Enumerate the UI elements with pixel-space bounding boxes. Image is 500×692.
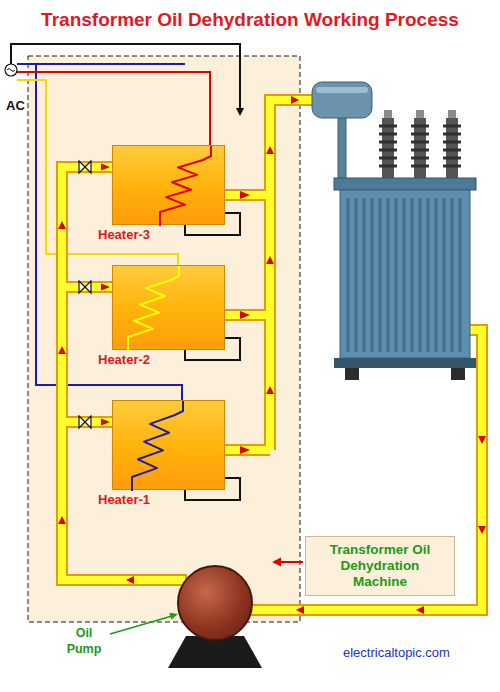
heater-tank bbox=[112, 145, 225, 225]
wire-arrow bbox=[236, 108, 244, 116]
heater-label: Heater-1 bbox=[98, 492, 225, 508]
pump-label: Oil Pump bbox=[62, 625, 106, 657]
tank-base bbox=[334, 358, 476, 368]
flow-arrowhead bbox=[101, 419, 110, 426]
flow-arrow bbox=[58, 516, 66, 524]
heater-coil bbox=[132, 401, 183, 491]
flow-arrow bbox=[240, 446, 250, 454]
machine-enclosure bbox=[28, 56, 300, 622]
tank-leg bbox=[345, 368, 359, 380]
oil-pipe bbox=[215, 100, 482, 610]
flow-arrow bbox=[58, 346, 66, 354]
callout-arrowhead bbox=[272, 558, 281, 567]
website-watermark: electricaltopic.com bbox=[343, 645, 450, 661]
heater-coil-art bbox=[113, 401, 226, 491]
label-area: AC bbox=[6, 98, 25, 114]
bushing-ribs bbox=[379, 126, 397, 166]
bushing-ribs bbox=[411, 126, 429, 166]
bushing-cap bbox=[384, 110, 392, 119]
leader-line bbox=[110, 616, 172, 634]
flow-arrow bbox=[296, 606, 304, 614]
pipe-network bbox=[62, 164, 185, 581]
wire bbox=[17, 63, 185, 65]
ac-source-symbol bbox=[7, 69, 15, 72]
flow-arrow bbox=[266, 386, 274, 394]
heater-coil-art bbox=[113, 266, 226, 351]
cooling-fins bbox=[348, 198, 460, 352]
heater-box: Heater-2 bbox=[98, 265, 225, 368]
heater-box: Heater-3 bbox=[98, 145, 225, 243]
tank-leg bbox=[451, 368, 465, 380]
oil-pipe-edge bbox=[215, 100, 482, 610]
flow-arrow bbox=[291, 96, 299, 104]
heater-tank bbox=[112, 265, 225, 350]
tank-cover bbox=[334, 178, 476, 190]
callout-arrow bbox=[278, 561, 303, 563]
heater-label: Heater-2 bbox=[98, 352, 225, 368]
oil-pipe-connector bbox=[62, 164, 185, 581]
flow-arrowhead bbox=[101, 164, 110, 171]
title-area: Transformer Oil Dehydration Working Proc… bbox=[0, 8, 500, 32]
bushing-cap bbox=[416, 110, 424, 119]
flow-arrows bbox=[240, 96, 486, 614]
valve-symbol bbox=[79, 161, 91, 173]
supply-wires bbox=[11, 44, 244, 500]
leader-arrowhead bbox=[169, 613, 178, 620]
flow-arrow bbox=[126, 576, 134, 584]
flow-arrow bbox=[266, 146, 274, 154]
bushing-cap bbox=[448, 110, 456, 119]
source-label: AC bbox=[6, 98, 25, 114]
heater-tank bbox=[112, 400, 225, 490]
flow-arrow bbox=[478, 436, 486, 444]
conservator-tank bbox=[312, 82, 372, 118]
transformer-tank bbox=[340, 190, 470, 358]
flow-arrow bbox=[266, 256, 274, 264]
flow-arrowhead bbox=[101, 284, 110, 291]
heater-coil bbox=[128, 266, 179, 351]
heater-coil-art bbox=[113, 146, 226, 226]
callout-box: Transformer Oil Dehydration Machine bbox=[305, 536, 455, 596]
ac-source-symbol bbox=[5, 64, 17, 76]
valve-symbol bbox=[79, 281, 91, 293]
diagram-title: Transformer Oil Dehydration Working Proc… bbox=[0, 8, 500, 32]
flow-arrow bbox=[478, 526, 486, 534]
transformer-illustration bbox=[312, 82, 476, 380]
conservator-pipe bbox=[338, 116, 346, 180]
flow-arrow bbox=[416, 606, 424, 614]
pump-body bbox=[177, 565, 253, 641]
oil-pump: Oil Pump bbox=[177, 565, 253, 673]
conservator-highlight bbox=[316, 87, 368, 93]
valve-symbol bbox=[79, 416, 91, 428]
label-area: electricaltopic.com bbox=[343, 645, 450, 661]
flow-arrow bbox=[240, 191, 250, 199]
bushing-ribs bbox=[443, 126, 461, 166]
heater-coil bbox=[160, 146, 211, 226]
heater-label: Heater-3 bbox=[98, 227, 225, 243]
flow-arrow bbox=[58, 221, 66, 229]
callout-text: Transformer Oil Dehydration Machine bbox=[312, 542, 448, 590]
flow-arrow bbox=[240, 311, 250, 319]
heater-box: Heater-1 bbox=[98, 400, 225, 508]
